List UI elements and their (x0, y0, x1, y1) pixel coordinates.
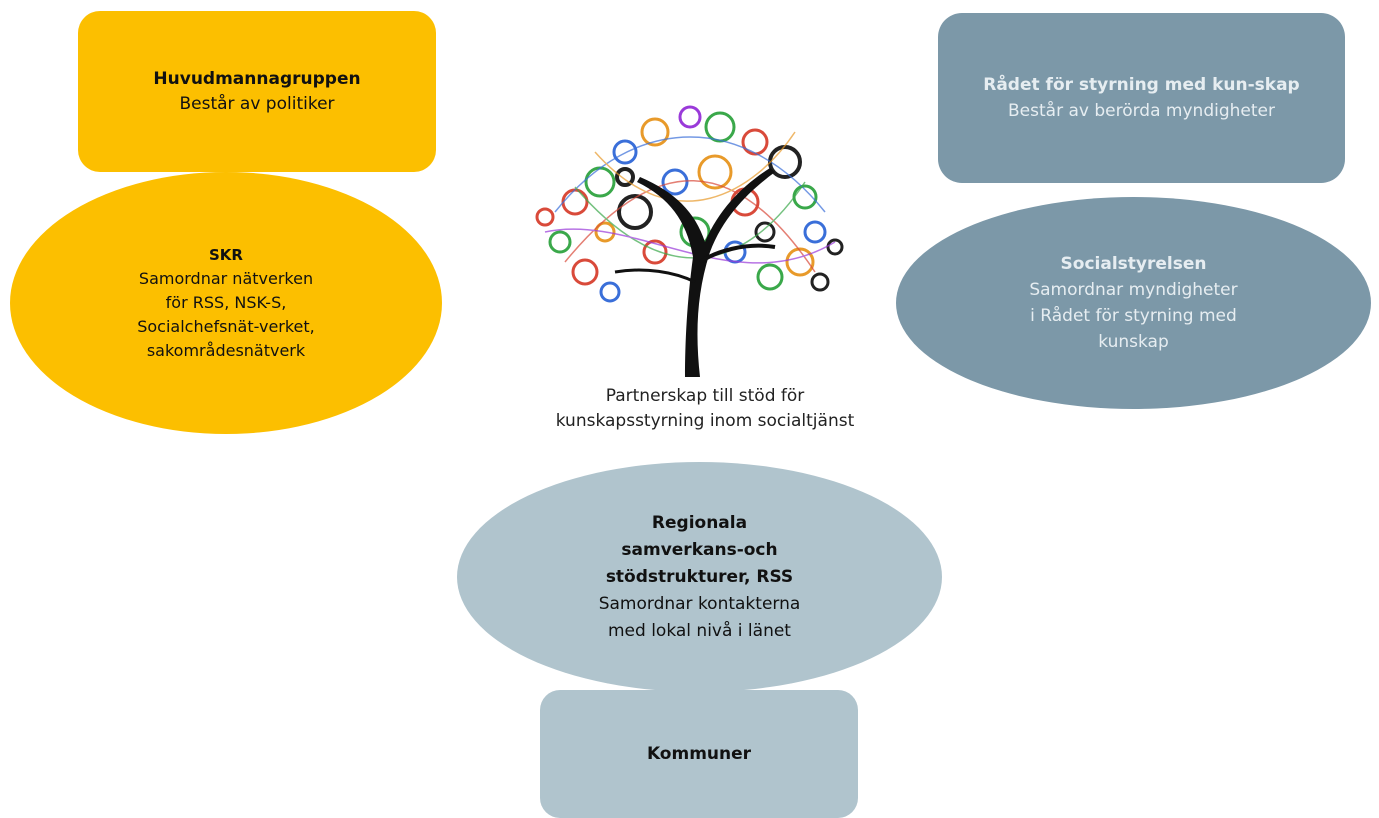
skr-desc: Samordnar nätverken för RSS, NSK-S, Soci… (137, 269, 315, 360)
huvudmannagruppen-box: Huvudmannagruppen Består av politiker (78, 11, 436, 172)
socialstyrelsen-desc: Samordnar myndigheter i Rådet för styrni… (1029, 280, 1238, 352)
tree-caption: Partnerskap till stöd för kunskapsstyrni… (470, 384, 940, 434)
rss-ellipse: Regionala samverkans-och stödstrukturer,… (457, 462, 942, 692)
huvudmannagruppen-title: Huvudmannagruppen (153, 68, 361, 89)
caption-line-1: Partnerskap till stöd för (605, 386, 805, 406)
skr-title: SKR (209, 246, 243, 264)
rss-title: Regionala samverkans-och stödstrukturer,… (605, 512, 794, 587)
radet-box: Rådet för styrning med kun-skap Består a… (938, 13, 1345, 183)
skr-ellipse: SKR Samordnar nätverken för RSS, NSK-S, … (10, 172, 442, 434)
caption-line-2: kunskapsstyrning inom socialtjänst (555, 411, 855, 431)
huvudmannagruppen-desc: Består av politiker (179, 93, 335, 114)
kommuner-box: Kommuner (540, 690, 858, 818)
rss-desc: Samordnar kontakterna med lokal nivå i l… (598, 593, 801, 641)
socialstyrelsen-ellipse: Socialstyrelsen Samordnar myndigheter i … (896, 197, 1371, 409)
partnership-tree-image (535, 105, 844, 377)
kommuner-title: Kommuner (646, 744, 752, 764)
radet-title: Rådet för styrning med kun-skap (983, 75, 1300, 95)
radet-desc: Består av berörda myndigheter (1008, 101, 1275, 121)
socialstyrelsen-title: Socialstyrelsen (1060, 254, 1207, 274)
